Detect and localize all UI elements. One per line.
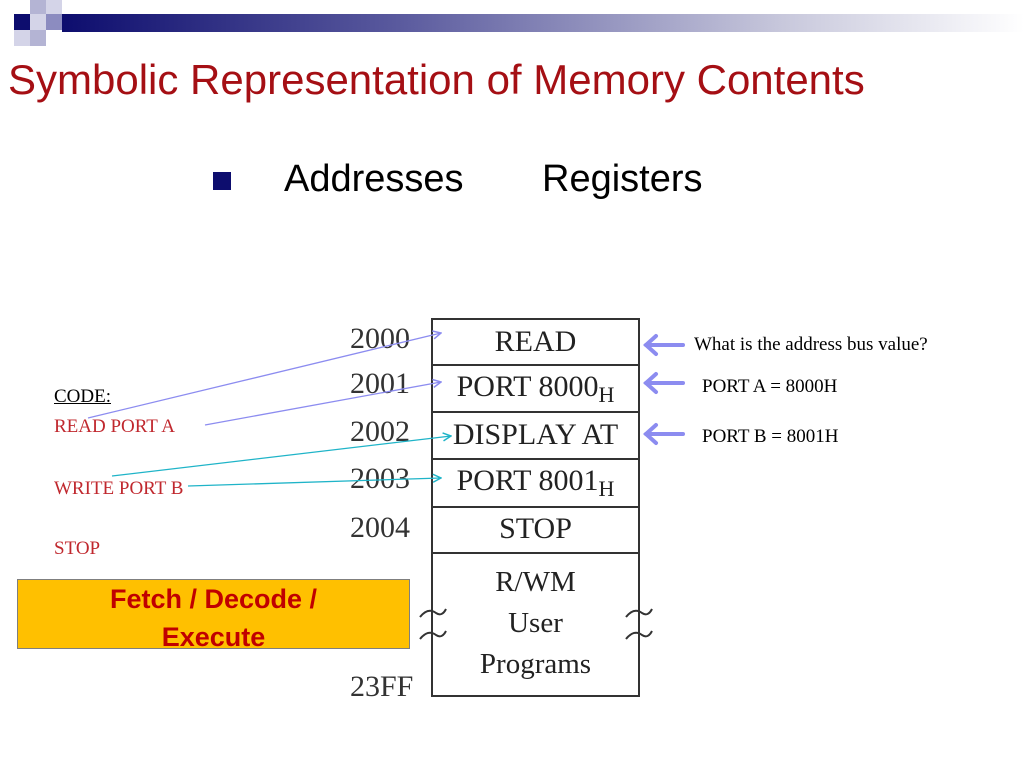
memory-map: READ PORT 8000H DISPLAY AT PORT 8001H ST…	[431, 318, 640, 697]
arrow-port-b-icon	[643, 423, 685, 445]
note-address-bus-question: What is the address bus value?	[694, 334, 928, 355]
fetch-line-2: Execute	[161, 622, 266, 652]
note-port-b: PORT B = 8001H	[702, 426, 839, 447]
memory-cell-port-8001: PORT 8001H	[456, 464, 615, 501]
code-line-read: READ PORT A	[54, 416, 175, 437]
address-2002: 2002	[350, 415, 410, 448]
arrow-port-a-icon	[643, 372, 685, 394]
fetch-decode-execute-box: Fetch / Decode / Execute	[17, 579, 410, 652]
code-line-stop: STOP	[54, 538, 101, 559]
memory-cell-read: READ	[494, 325, 577, 358]
code-line-write: WRITE PORT B	[54, 478, 184, 499]
address-2000: 2000	[350, 322, 410, 355]
slide-title: Symbolic Representation of Memory Conten…	[8, 56, 865, 103]
memory-cell-port-8000: PORT 8000H	[456, 370, 615, 407]
bullet-word-registers: Registers	[542, 158, 703, 200]
address-2004: 2004	[350, 511, 410, 544]
address-2003: 2003	[350, 462, 410, 495]
fetch-line-1: Fetch / Decode /	[109, 584, 318, 614]
memory-user-line-3: Programs	[479, 648, 592, 680]
address-23ff: 23FF	[350, 670, 414, 703]
memory-user-line-2: User	[508, 607, 563, 639]
address-2001: 2001	[350, 367, 410, 400]
header-decoration	[14, 0, 1024, 46]
code-label: CODE:	[54, 386, 111, 407]
memory-cell-display-at: DISPLAY AT	[452, 418, 619, 451]
memory-cell-stop: STOP	[499, 512, 572, 545]
bullet-word-addresses: Addresses	[284, 158, 464, 200]
note-port-a: PORT A = 8000H	[702, 376, 838, 397]
bullet-square-icon	[213, 172, 231, 190]
memory-user-line-1: R/WM	[495, 566, 576, 598]
arrow-question-icon	[643, 334, 685, 356]
